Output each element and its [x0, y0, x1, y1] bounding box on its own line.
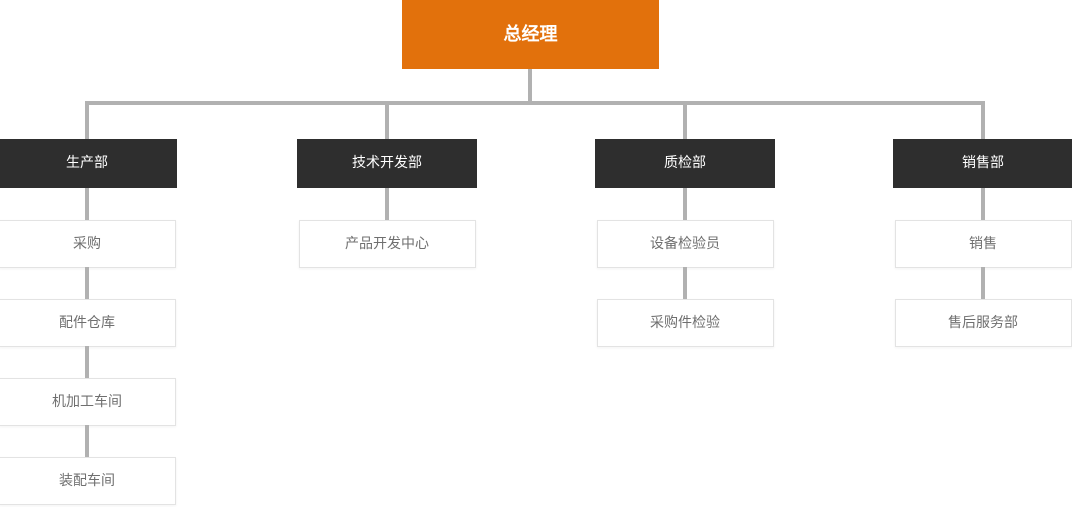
- node-general-manager: 总经理: [402, 0, 659, 69]
- node-assembly-workshop: 装配车间: [0, 425, 176, 505]
- node-sales: 销售: [894, 188, 1072, 268]
- dept-quality-inspection: 质检部: [595, 101, 775, 188]
- node-product-dev-center: 产品开发中心: [298, 188, 476, 268]
- dept-sales: 销售部: [893, 101, 1072, 188]
- column-sales: 销售部 销售 售后服务部: [893, 101, 1072, 347]
- column-production: 生产部 采购 配件仓库 机加工车间 装配车间: [0, 101, 177, 505]
- dept-tech-development: 技术开发部: [297, 101, 477, 188]
- column-tech-development: 技术开发部 产品开发中心: [297, 101, 477, 268]
- dept-production: 生产部: [0, 101, 177, 188]
- node-purchased-parts-inspection: 采购件检验: [596, 267, 774, 347]
- node-after-sales-service: 售后服务部: [894, 267, 1072, 347]
- connector-main-horizontal: [85, 101, 985, 105]
- column-quality-inspection: 质检部 设备检验员 采购件检验: [595, 101, 775, 347]
- connector-root-vertical: [528, 69, 532, 105]
- node-equipment-inspector: 设备检验员: [596, 188, 774, 268]
- node-machining-workshop: 机加工车间: [0, 346, 176, 426]
- node-parts-warehouse: 配件仓库: [0, 267, 176, 347]
- node-purchasing: 采购: [0, 188, 176, 268]
